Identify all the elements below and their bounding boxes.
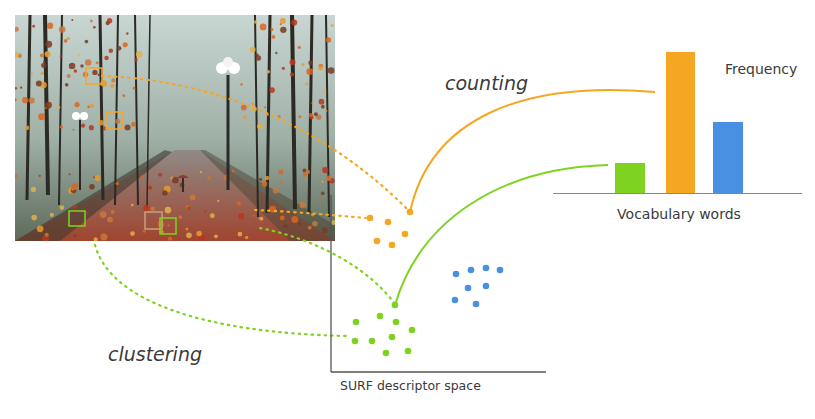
descriptor-point	[352, 338, 359, 345]
descriptor-point	[353, 319, 360, 326]
descriptor-point	[402, 231, 409, 238]
descriptor-point	[453, 271, 460, 278]
descriptor-point	[483, 283, 490, 290]
descriptor-point	[385, 219, 392, 226]
axis-title: SURF descriptor space	[340, 378, 481, 393]
leader-lines	[95, 76, 410, 336]
descriptor-point	[367, 215, 374, 222]
axis-title: Frequency	[725, 61, 797, 78]
descriptor-point	[465, 285, 472, 292]
axes	[331, 195, 546, 372]
descriptor-point	[383, 350, 390, 357]
descriptor-point	[409, 327, 416, 334]
descriptor-point	[473, 301, 480, 308]
descriptor-point	[389, 242, 396, 249]
axis-title: Vocabulary words	[617, 206, 741, 223]
descriptor-point	[369, 338, 376, 345]
step-label: counting	[445, 72, 528, 95]
descriptor-point	[452, 297, 459, 304]
feature-patches	[69, 68, 176, 234]
step-label: clustering	[108, 343, 202, 366]
descriptor-point	[377, 313, 384, 320]
descriptor-point	[497, 267, 504, 274]
descriptor-point	[483, 265, 490, 272]
descriptor-point	[468, 267, 475, 274]
count-curves	[395, 90, 655, 305]
descriptor-point	[393, 319, 400, 326]
descriptor-point	[407, 209, 414, 216]
descriptor-points	[352, 209, 504, 357]
painting	[15, 15, 335, 241]
descriptor-point	[374, 238, 381, 245]
bar-chart	[553, 52, 802, 194]
descriptor-point	[405, 348, 412, 355]
descriptor-point	[392, 302, 399, 309]
descriptor-point	[389, 334, 396, 341]
